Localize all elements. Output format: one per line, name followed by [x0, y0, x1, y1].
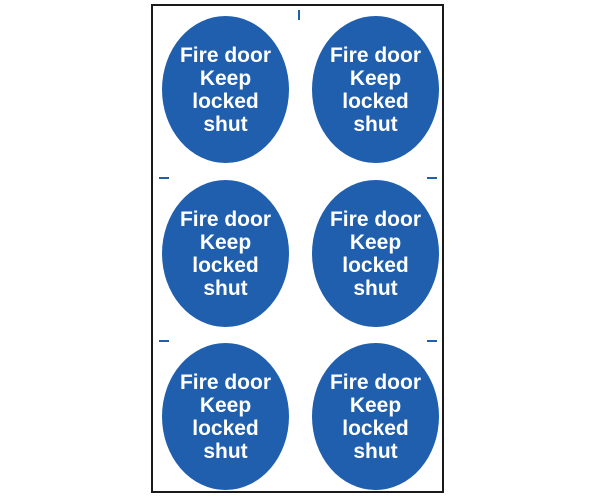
sign-line: shut [353, 439, 398, 463]
sign-line: Keep [199, 66, 252, 90]
sign-line: Fire door [179, 370, 271, 394]
sign-line: Fire door [329, 43, 421, 67]
fire-door-sign: Fire door Keep locked shut [162, 180, 289, 327]
sign-line: Keep [199, 230, 252, 254]
sign-line: shut [203, 112, 248, 136]
sign-line: locked [192, 416, 259, 440]
cut-mark-right-lower [427, 340, 437, 342]
sticker-sheet: Fire door Keep locked shut Fire door Kee… [151, 4, 444, 493]
sign-line: locked [192, 253, 259, 277]
sign-line: shut [353, 112, 398, 136]
sign-line: Keep [349, 393, 402, 417]
fire-door-sign: Fire door Keep locked shut [162, 343, 289, 490]
cut-mark-left-lower [159, 340, 169, 342]
sign-line: Fire door [329, 370, 421, 394]
fire-door-sign: Fire door Keep locked shut [312, 16, 439, 163]
sign-line: shut [353, 276, 398, 300]
sign-line: Keep [199, 393, 252, 417]
cut-mark-left-upper [159, 177, 169, 179]
sign-line: shut [203, 276, 248, 300]
sign-line: Fire door [329, 207, 421, 231]
cut-mark-top [298, 10, 300, 20]
cut-mark-right-upper [427, 177, 437, 179]
fire-door-sign: Fire door Keep locked shut [312, 180, 439, 327]
sign-line: locked [342, 416, 409, 440]
sign-line: Fire door [179, 43, 271, 67]
sign-line: Fire door [179, 207, 271, 231]
sign-line: shut [203, 439, 248, 463]
sign-line: locked [192, 89, 259, 113]
sign-line: locked [342, 253, 409, 277]
sign-line: Keep [349, 230, 402, 254]
fire-door-sign: Fire door Keep locked shut [312, 343, 439, 490]
sign-line: Keep [349, 66, 402, 90]
fire-door-sign: Fire door Keep locked shut [162, 16, 289, 163]
sign-line: locked [342, 89, 409, 113]
